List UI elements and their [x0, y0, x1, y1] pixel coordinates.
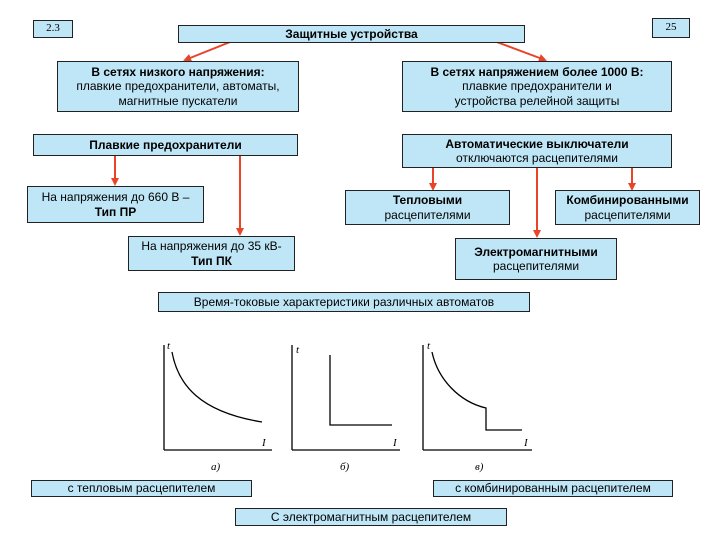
thermal-body: расцепителями: [384, 207, 471, 222]
plot-electromagnetic: [291, 345, 400, 451]
high-voltage-heading: В сетях напряжением более 1000 В:: [430, 64, 644, 79]
plot-c-caption: в): [475, 461, 484, 473]
fuse-35-line1: На напряжения до 35 кВ-: [141, 239, 282, 254]
fuses-box: Плавкие предохранители: [33, 134, 298, 156]
plot-b-x-label: I: [393, 437, 397, 449]
slide-number-box: 2.3: [33, 20, 73, 38]
characteristics-title: Время-токовые характеристики различных а…: [193, 294, 495, 309]
low-voltage-heading: В сетях низкого напряжения:: [91, 64, 265, 79]
thermal-box: Тепловыми расцепителями: [345, 190, 510, 225]
plot-a-caption: а): [211, 461, 221, 473]
combined-heading: Комбинированными: [566, 193, 689, 208]
high-voltage-body: плавкие предохранители и устройства реле…: [454, 79, 620, 108]
electromagnetic-heading: Электромагнитными: [474, 244, 598, 259]
page-number-box: 25: [652, 18, 690, 38]
plot-c-y-label: t: [427, 340, 431, 352]
combined-box: Комбинированными расцепителями: [555, 190, 700, 225]
low-voltage-body: плавкие предохранители, автоматы, магнит…: [76, 79, 280, 108]
slide-number: 2.3: [46, 22, 60, 35]
caption-combined: с комбинированным расцепителем: [455, 481, 651, 496]
plot-a-y-label: t: [167, 340, 171, 352]
fuse-35-line2: Тип ПК: [191, 253, 232, 268]
caption-thermal-box: с тепловым расцепителем: [31, 480, 252, 497]
characteristics-title-box: Время-токовые характеристики различных а…: [158, 292, 530, 312]
page-number: 25: [665, 21, 677, 34]
electromagnetic-box: Электромагнитными расцепителями: [455, 238, 617, 280]
title-box: Защитные устройства: [178, 25, 525, 43]
fuses-label: Плавкие предохранители: [89, 137, 242, 152]
low-voltage-box: В сетях низкого напряжения: плавкие пред…: [57, 61, 299, 112]
fuse-35-box: На напряжения до 35 кВ- Тип ПК: [128, 236, 295, 271]
breakers-heading: Автоматические выключатели: [445, 136, 629, 151]
caption-electromagnetic: С электромагнитным расцепителем: [270, 509, 472, 524]
caption-thermal: с тепловым расцепителем: [67, 481, 216, 496]
plot-a-x-label: I: [262, 437, 266, 449]
fuse-660-box: На напряжения до 660 В – Тип ПР: [27, 186, 204, 223]
plot-b-caption: б): [340, 461, 350, 473]
combined-body: расцепителями: [584, 207, 671, 222]
fuse-660-line1: На напряжения до 660 В –: [41, 190, 190, 205]
breakers-box: Автоматические выключатели отключаются р…: [402, 134, 672, 168]
plot-c-x-label: I: [524, 437, 528, 449]
caption-combined-box: с комбинированным расцепителем: [433, 480, 673, 497]
breakers-body: отключаются расцепителями: [456, 151, 618, 165]
title: Защитные устройства: [285, 26, 418, 41]
caption-electromagnetic-box: С электромагнитным расцепителем: [235, 508, 507, 526]
plot-b-y-label: t: [296, 344, 300, 356]
thermal-heading: Тепловыми: [392, 193, 463, 208]
high-voltage-box: В сетях напряжением более 1000 В: плавки…: [402, 61, 672, 112]
plot-combined: [422, 345, 532, 451]
electromagnetic-body: расцепителями: [492, 259, 580, 273]
plot-thermal: [163, 345, 272, 451]
fuse-660-line2: Тип ПР: [94, 204, 137, 219]
